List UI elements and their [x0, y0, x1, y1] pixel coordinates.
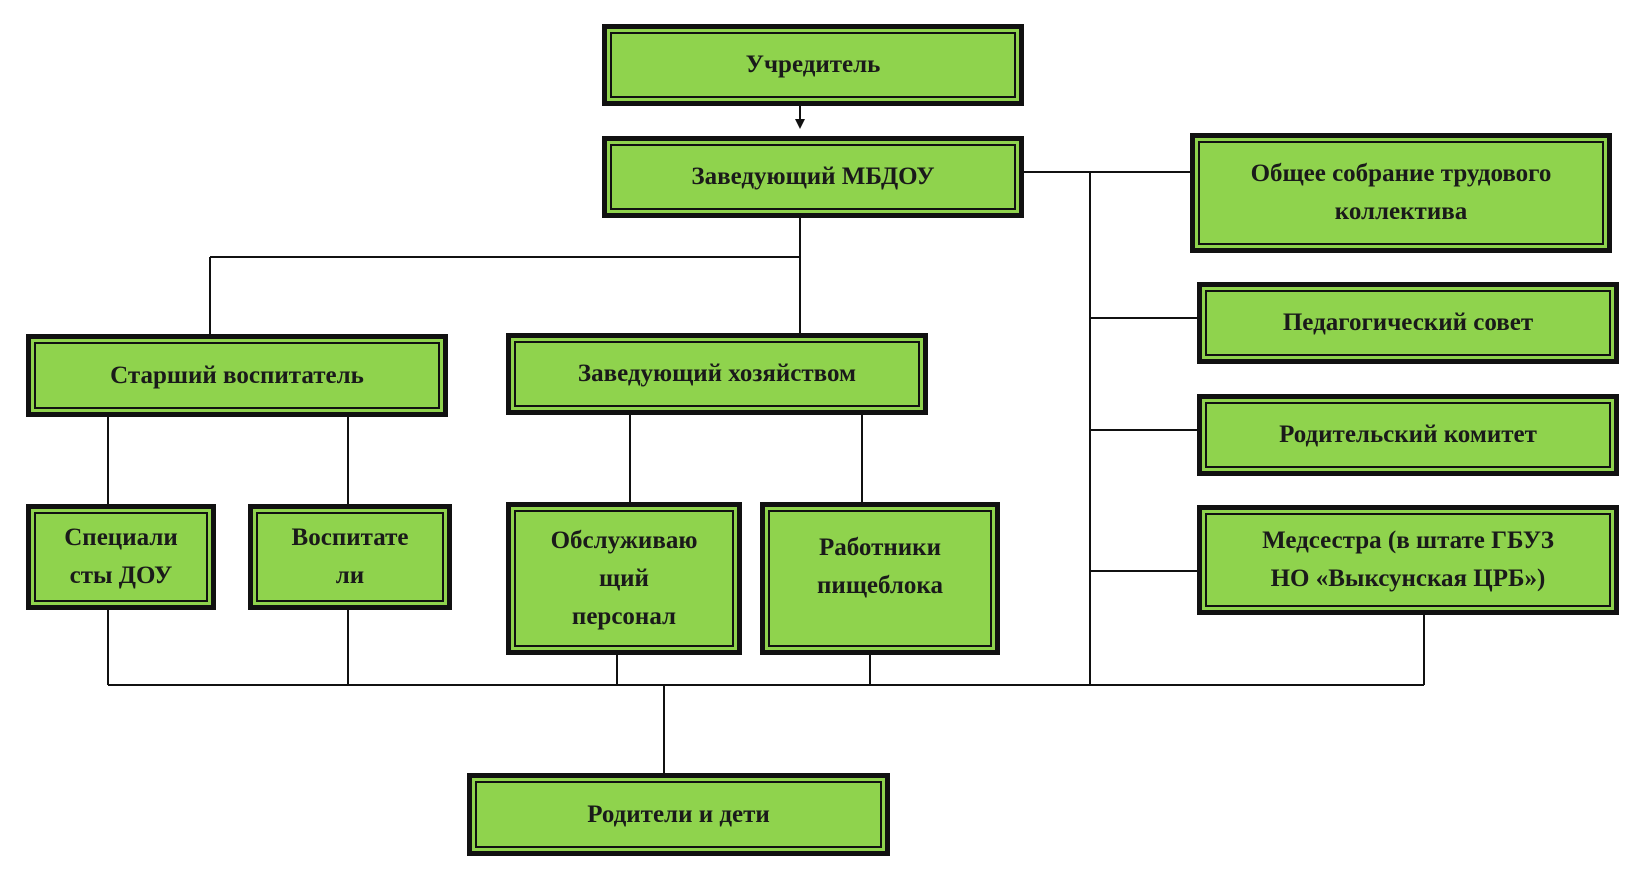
node-parent-committee-label: Родительский комитет [1279, 421, 1537, 448]
node-senior-educator-label: Старший воспитатель [110, 361, 364, 389]
node-founder: Учредитель [602, 24, 1024, 106]
node-general-meeting: Общее собрание трудового коллектива [1190, 133, 1612, 253]
node-service-staff-label: Обслуживаю щий персонал [550, 526, 698, 630]
node-specialists-label: Специали сты ДОУ [64, 524, 178, 589]
node-founder-label: Учредитель [745, 51, 881, 78]
node-supply-manager: Заведующий хозяйством [506, 333, 928, 415]
node-head: Заведующий МБДОУ [602, 136, 1024, 218]
node-nurse-label: Медсестра (в штате ГБУЗ НО «Выксунская Ц… [1262, 527, 1554, 592]
node-ped-council: Педагогический совет [1197, 282, 1619, 364]
node-general-meeting-label: Общее собрание трудового коллектива [1250, 160, 1552, 225]
node-educators: Воспитате ли [248, 504, 452, 610]
node-ped-council-label: Педагогический совет [1282, 309, 1534, 336]
node-parents-children-label: Родители и дети [587, 800, 770, 828]
node-service-staff: Обслуживаю щий персонал [506, 502, 742, 655]
node-parent-committee: Родительский комитет [1197, 394, 1619, 476]
node-specialists: Специали сты ДОУ [26, 504, 216, 610]
node-nurse: Медсестра (в штате ГБУЗ НО «Выксунская Ц… [1197, 505, 1619, 615]
node-kitchen-staff: Работники пищеблока [760, 502, 1000, 655]
node-parents-children: Родители и дети [467, 773, 890, 856]
node-head-label: Заведующий МБДОУ [691, 163, 935, 190]
node-supply-manager-label: Заведующий хозяйством [577, 360, 857, 387]
node-kitchen-staff-label: Работники пищеблока [817, 534, 943, 599]
node-educators-label: Воспитате ли [291, 524, 409, 589]
node-senior-educator: Старший воспитатель [26, 334, 448, 417]
